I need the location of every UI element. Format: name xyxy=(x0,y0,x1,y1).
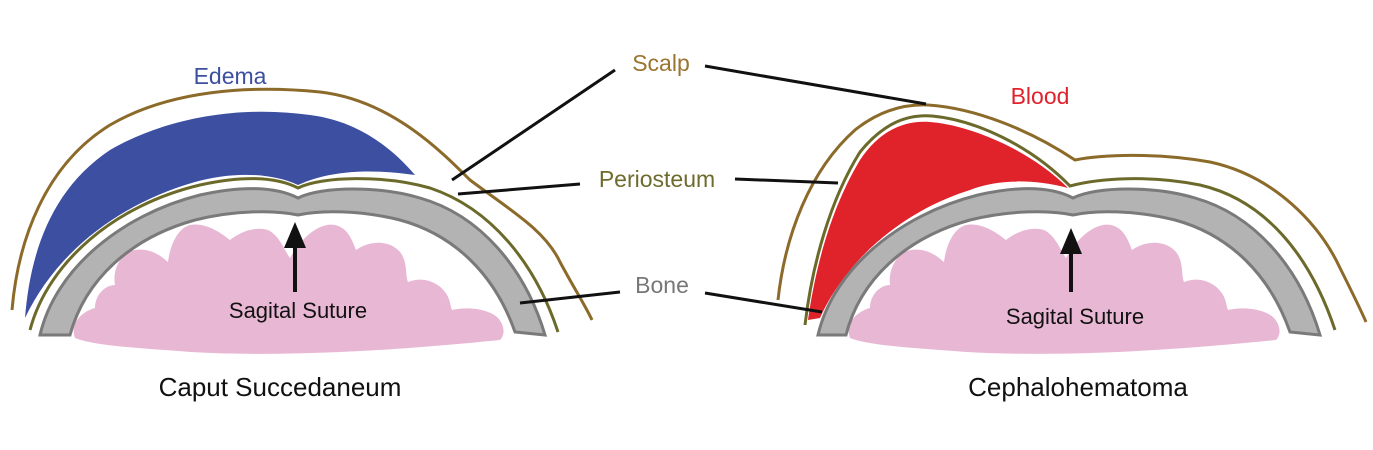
periosteum-right xyxy=(803,114,1337,331)
bone-right xyxy=(816,187,1323,337)
caput-succedaneum-title: Caput Succedaneum xyxy=(159,372,402,402)
periosteum-label: Periosteum xyxy=(599,166,715,192)
scalp-label: Scalp xyxy=(632,50,690,76)
brain-right xyxy=(848,224,1280,354)
scalp-leader-right xyxy=(704,64,927,106)
brain-left xyxy=(73,224,504,354)
blood-region xyxy=(808,121,1068,320)
periosteum-leader-right xyxy=(734,177,839,185)
blood-label: Blood xyxy=(1011,83,1070,109)
sagital-suture-label-left: Sagital Suture xyxy=(229,298,367,323)
edema-label: Edema xyxy=(194,63,267,89)
periosteum-left xyxy=(28,177,560,333)
suture-arrowhead-right xyxy=(1060,228,1082,254)
caput-succedaneum-panel: Sagital Suture Edema Caput Succedaneum xyxy=(10,63,594,402)
edema-region xyxy=(25,111,415,318)
cephalohematoma-title: Cephalohematoma xyxy=(968,372,1188,402)
suture-arrowhead-left xyxy=(284,222,306,248)
scalp-leader-left xyxy=(451,68,616,182)
bone-leader-left xyxy=(519,290,621,305)
bone-label: Bone xyxy=(635,272,689,298)
callout-labels: Scalp Periosteum Bone xyxy=(451,50,927,314)
scalp-right xyxy=(776,103,1368,323)
scalp-left xyxy=(10,87,594,321)
cephalohematoma-panel: Sagital Suture Blood Cephalohematoma xyxy=(776,83,1368,402)
bone-leader-right xyxy=(704,291,823,314)
periosteum-leader-left xyxy=(457,182,581,196)
sagital-suture-label-right: Sagital Suture xyxy=(1006,304,1144,329)
bone-left xyxy=(38,187,548,337)
